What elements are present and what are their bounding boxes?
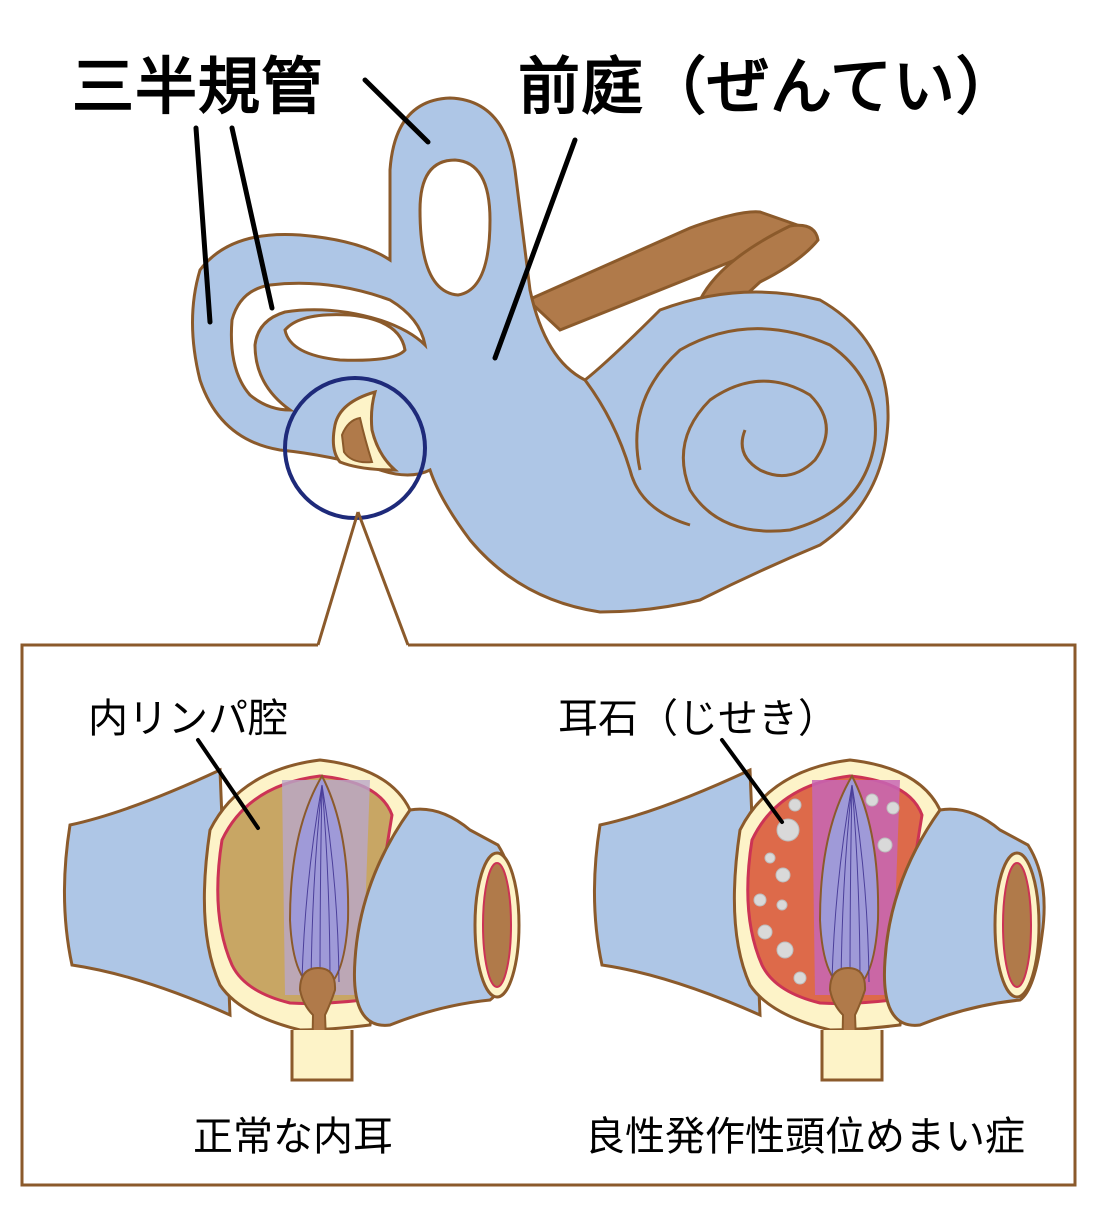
anterior-canal-hole: [418, 158, 492, 297]
lateral-canal-hole: [283, 313, 407, 362]
bppv-left-tube: [593, 767, 762, 1018]
posterior-canal-gap: [229, 281, 428, 412]
callout-connector: [316, 511, 410, 646]
bppv-caption: 良性発作性頭位めまい症: [585, 1114, 1025, 1160]
normal-left-tube: [63, 767, 232, 1018]
leader-endolymph: [196, 738, 260, 830]
semicircular-canals-label: 三半規管: [72, 50, 325, 123]
otolith-particle: [788, 798, 802, 812]
otolith-particles: [753, 793, 900, 985]
normal-tube-lumen: [482, 862, 512, 988]
otolith-label: 耳石（じせき）: [558, 696, 838, 742]
otolith-particle: [886, 801, 900, 815]
leader-canal-2: [229, 125, 275, 311]
otolith-particle: [793, 971, 807, 985]
top-leader-lines: [193, 77, 578, 361]
otolith-particle: [775, 867, 791, 883]
otolith-particle: [764, 852, 776, 864]
otolith-particle: [877, 837, 893, 853]
otolith-particle: [753, 893, 767, 907]
bppv-cupula-hairs: [831, 784, 870, 989]
bppv-stalk: [820, 1030, 884, 1082]
bppv-crista: [828, 966, 867, 1071]
leader-canal-1: [193, 125, 213, 325]
cochlea-spiral: [635, 327, 877, 533]
normal-right-tube: [352, 807, 516, 1027]
labyrinth: [191, 96, 890, 614]
otolith-particle: [776, 941, 794, 959]
otolith-particle: [776, 899, 788, 911]
detail-leader-lines: [196, 738, 784, 830]
vestibule-label: 前庭（ぜんてい）: [518, 50, 1019, 123]
normal-ear-caption: 正常な内耳: [193, 1114, 393, 1160]
normal-cupula-hairs: [301, 784, 340, 989]
cochlea-base-line: [583, 379, 691, 527]
normal-stalk: [290, 1030, 354, 1082]
otolith-particle: [776, 818, 800, 842]
ampulla-crista: [340, 416, 374, 464]
leader-vestibule: [492, 137, 578, 361]
leader-canal-3: [362, 77, 431, 145]
bppv-ampulla: [593, 758, 1046, 1082]
otolith-particle: [865, 793, 879, 807]
cochlear-nerve: [697, 223, 820, 307]
otolith-particle: [757, 924, 773, 940]
leader-otolith: [720, 738, 784, 824]
bppv-tube-lumen: [1002, 862, 1032, 988]
labyrinth-body: [191, 96, 890, 614]
normal-crista: [298, 966, 337, 1071]
detail-panel-frame: [20, 643, 1077, 1187]
endolymph-cavity-label: 内リンパ腔: [88, 696, 288, 742]
normal-ampulla: [63, 758, 521, 1082]
